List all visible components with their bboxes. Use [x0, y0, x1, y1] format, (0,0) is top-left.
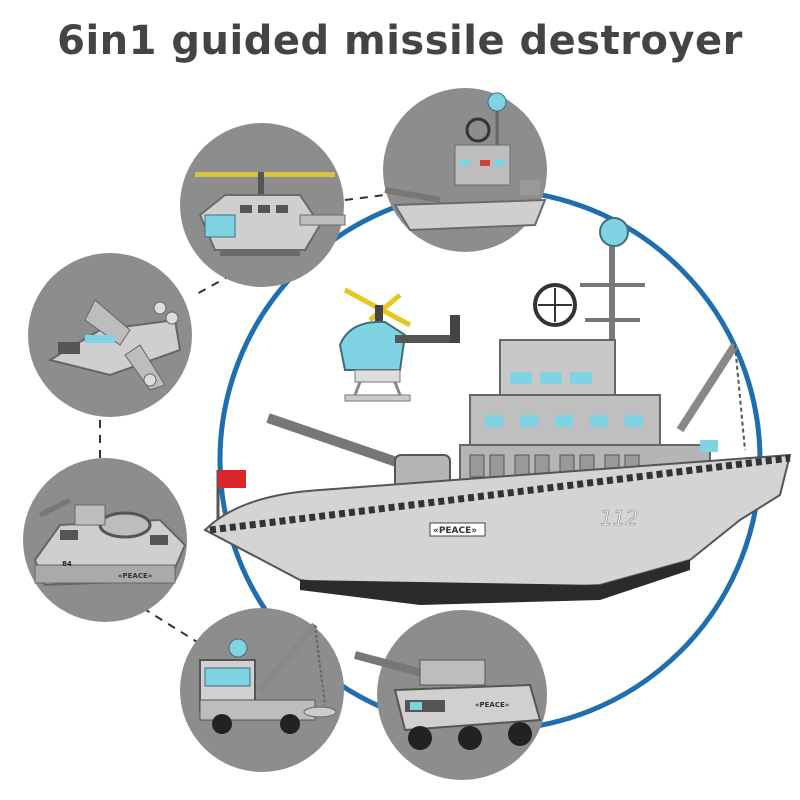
ship-hull-number: 112: [600, 506, 638, 530]
mini-helicopter-model: [338, 287, 460, 402]
crane-truck-model-icon: [199, 622, 337, 734]
main-destroyer-model: [203, 217, 792, 605]
helicopter-model-icon: [195, 172, 346, 256]
hovercraft-model-icon: [33, 497, 187, 587]
variant-fighter-jet-thumb[interactable]: [28, 253, 192, 417]
fighter-jet-model-icon: [47, 299, 182, 391]
page-title: 6in1 guided missile destroyer: [57, 18, 743, 64]
variant-crane-truck-thumb[interactable]: [180, 608, 344, 772]
ship-hull-label: «PEACE»: [433, 526, 477, 536]
variant-tank-thumb[interactable]: «PEACE»: [353, 610, 547, 780]
variant-hovercraft-thumb[interactable]: «PEACE» 84: [23, 458, 187, 622]
tank-label: «PEACE»: [475, 701, 509, 709]
variant-small-destroyer-thumb[interactable]: [383, 88, 547, 252]
hovercraft-label: «PEACE»: [118, 572, 152, 580]
variant-helicopter-thumb[interactable]: [180, 123, 346, 287]
tank-model-icon: [353, 651, 542, 750]
small-destroyer-model-icon: [384, 92, 547, 232]
hovercraft-number: 84: [62, 560, 72, 568]
